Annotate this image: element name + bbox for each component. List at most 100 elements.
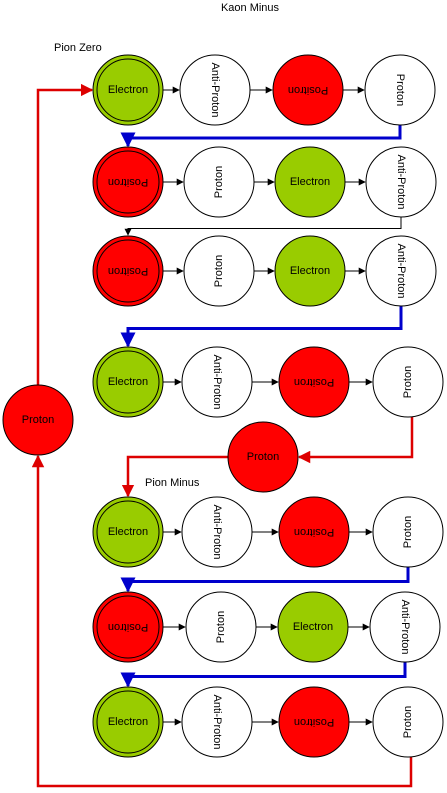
edge-n2_4-to-n3_1 [124,217,402,236]
node-circle [181,346,253,418]
node-n5_2: Anti-Proton [181,496,253,568]
node-label: Electron [108,716,148,728]
edge-n4_4-to-n_mid [297,417,414,464]
node-n4_2: Anti-Proton [181,346,253,418]
edges-layer [31,83,414,788]
node-n6_1: Positron [92,591,164,663]
node-n5_1: Electron [92,496,164,568]
edge-n_mid-to-n5_1 [121,455,228,498]
node-n_mid: Proton [227,421,299,493]
node-circle [278,496,350,568]
node-n4_3: Positron [278,346,350,418]
node-label: Electron [290,176,330,188]
node-circle [181,686,253,758]
node-circle [92,591,164,663]
node-label: Anti-Proton [395,243,407,298]
node-label: Proton [402,706,414,738]
node-n1_1: Electron [92,54,164,126]
node-circle [181,496,253,568]
node-label: Electron [290,265,330,277]
node-circle [365,146,437,218]
node-n7_4: Proton [372,686,444,758]
node-circle [364,54,436,126]
node-circle [278,346,350,418]
node-circle [372,496,444,568]
node-n6_3: Electron [277,591,349,663]
node-label: Electron [108,84,148,96]
node-circle [274,146,346,218]
node-label: Positron [294,716,334,728]
node-inner-ring [96,350,160,414]
node-n1_3: Positron [272,54,344,126]
node-n5_3: Positron [278,496,350,568]
node-label: Anti-Proton [209,62,221,117]
node-circle [183,235,255,307]
node-circle [92,54,164,126]
node-circle [185,591,257,663]
edge-n1_4-to-n2_1 [120,125,402,148]
node-label: Electron [293,621,333,633]
node-n7_1: Electron [92,686,164,758]
node-n2_4: Anti-Proton [365,146,437,218]
node-inner-ring [96,500,160,564]
edge-n5_4-to-n6_1 [120,567,410,593]
node-label: Electron [108,526,148,538]
node-label: Anti-Proton [395,154,407,209]
node-circle [278,686,350,758]
node-circle [272,54,344,126]
edge-n3_4-to-n4_1 [120,306,403,348]
node-label: Electron [108,376,148,388]
node-circle [92,235,164,307]
node-circle [372,686,444,758]
edge-n6_4-to-n7_1 [120,662,407,688]
node-label: Positron [108,621,148,633]
node-label: Proton [402,516,414,548]
node-circle [92,346,164,418]
node-label: Anti-Proton [211,694,223,749]
node-inner-ring [96,690,160,754]
node-n7_3: Positron [278,686,350,758]
node-circle [372,346,444,418]
node-label: Anti-Proton [211,354,223,409]
edge-n7_4-to-n_left [31,454,413,788]
node-label: Positron [108,176,148,188]
node-circle [92,686,164,758]
node-n1_2: Anti-Proton [179,54,251,126]
node-circle [183,146,255,218]
node-label: Anti-Proton [399,599,411,654]
node-label: Proton [402,366,414,398]
node-circle [274,235,346,307]
node-circle [369,591,441,663]
node-label: Proton [215,611,227,643]
node-inner-ring [96,150,160,214]
node-label: Proton [213,166,225,198]
node-label: Proton [213,255,225,287]
pion-minus-label: Pion Minus [145,477,200,489]
node-circle [2,384,74,456]
node-circle [365,235,437,307]
node-label: Proton [247,451,279,463]
node-label: Anti-Proton [211,504,223,559]
node-n6_4: Anti-Proton [369,591,441,663]
node-n3_4: Anti-Proton [365,235,437,307]
node-n_left: Proton [2,384,74,456]
diagram-title: Kaon Minus [221,2,280,14]
node-label: Proton [22,414,54,426]
edge-n_left-to-n1_1 [36,83,94,385]
node-n2_2: Proton [183,146,255,218]
node-label: Positron [108,265,148,277]
node-n4_4: Proton [372,346,444,418]
node-n4_1: Electron [92,346,164,418]
node-inner-ring [96,58,160,122]
node-n5_4: Proton [372,496,444,568]
node-circle [92,496,164,568]
node-n6_2: Proton [185,591,257,663]
node-circle [92,146,164,218]
node-n3_3: Electron [274,235,346,307]
node-label: Proton [394,74,406,106]
node-n2_1: Positron [92,146,164,218]
node-n7_2: Anti-Proton [181,686,253,758]
node-label: Positron [294,376,334,388]
